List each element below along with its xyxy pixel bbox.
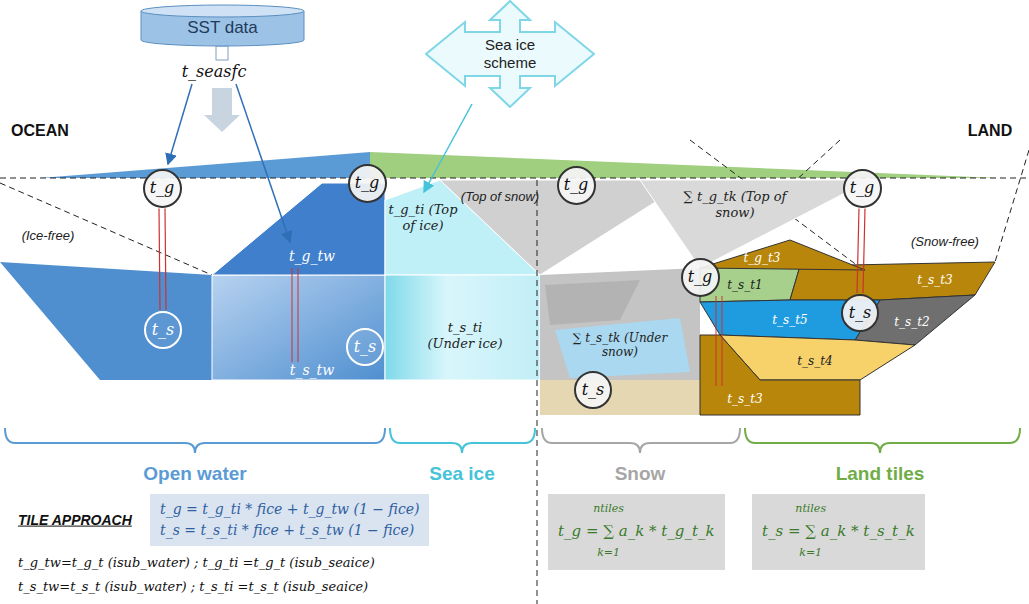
variable-label: t_seasfc [182,62,247,81]
tile-variable: t_s_t3 [917,273,952,287]
formula-main: t_s = ∑ a_k * t_s_t_k [762,522,915,540]
sum-lower-limit: k=1 [799,546,822,559]
formula-box: t_g = t_g_ti * fice + t_g_tw (1 − fice)t… [150,494,429,546]
formula-box: t_s = ∑ a_k * t_s_t_k ntiles k=1 [752,494,925,570]
region-note: (Snow-free) [911,234,979,250]
scheme-arrow-cross: Sea ice scheme [425,0,595,108]
region-note: (Ice-free) [22,228,75,244]
region-note: (Top of snow) [461,189,539,205]
temperature-circle: t_g [557,166,596,205]
tile-variable: t_s_t5 [772,313,807,327]
section-heading: TILE APPROACH [18,512,132,529]
scheme-label: Sea ice scheme [471,36,549,72]
circle-label: t_s [152,320,175,339]
circle-label: t_g [688,267,713,286]
temperature-circle: t_s [574,371,612,409]
circle-label: t_s [849,303,872,322]
temperature-circle: t_g [681,258,720,297]
circle-label: t_g [564,175,589,194]
group-label: Open water [143,463,246,486]
group-label: Sea ice [429,463,495,486]
tile-variable: t_s_t2 [894,315,929,329]
tile-variable: ∑ t_g_tk (Top of snow) [680,189,790,220]
circle-label: t_s [354,337,377,356]
formula-box: t_g = ∑ a_k * t_g_t_k ntiles k=1 [548,494,725,570]
temperature-circle: t_s [144,311,182,349]
tile-variable: t_g_tw [289,248,335,265]
circle-label: t_s [582,380,605,399]
region-title: LAND [968,121,1012,140]
coupling-connector [159,209,166,311]
group-label: Land tiles [836,463,925,486]
sum-lower-limit: k=1 [597,546,620,559]
tile-variable: t_s_t3 [727,392,762,406]
formula-line: t_s = t_s_ti * fice + t_s_tw (1 − fice) [160,520,419,541]
coupling-connector [857,209,865,294]
tile-variable: t_s_ti (Under ice) [425,320,505,351]
circle-label: t_g [150,178,175,197]
temperature-circle: t_g [348,164,387,203]
mapping-note: t_g_tw=t_g_t (isub_water) ; t_g_ti =t_g_… [18,555,375,571]
sum-upper-limit: ntiles [795,502,826,515]
formula-main: t_g = ∑ a_k * t_g_t_k [558,522,715,540]
tile-variable: ∑ t_s_tk (Under snow) [570,331,670,360]
circle-label: t_g [850,178,875,197]
temperature-circle: t_g [143,169,182,208]
tile-variable: t_s_t1 [727,278,762,292]
region-title: OCEAN [11,121,69,140]
temperature-circle: t_g [843,169,882,208]
tile-variable: t_s_tw [290,362,334,379]
sum-upper-limit: ntiles [593,502,624,515]
tile-variable: t_g_t3 [744,251,781,265]
circle-label: t_g [355,173,380,192]
temperature-circle: t_s [346,328,384,366]
database-cylinder: SST data [140,4,305,48]
group-label: Snow [615,463,666,486]
tile-variable: t_g_ti (Top of ice) [388,202,458,233]
temperature-circle: t_s [841,294,879,332]
formula-line: t_g = t_g_ti * fice + t_g_tw (1 − fice) [160,499,419,520]
cylinder-label: SST data [187,18,258,38]
mapping-note: t_s_tw=t_s_t (isub_water) ; t_s_ti =t_s_… [18,579,368,595]
tile-variable: t_s_t4 [797,354,832,368]
